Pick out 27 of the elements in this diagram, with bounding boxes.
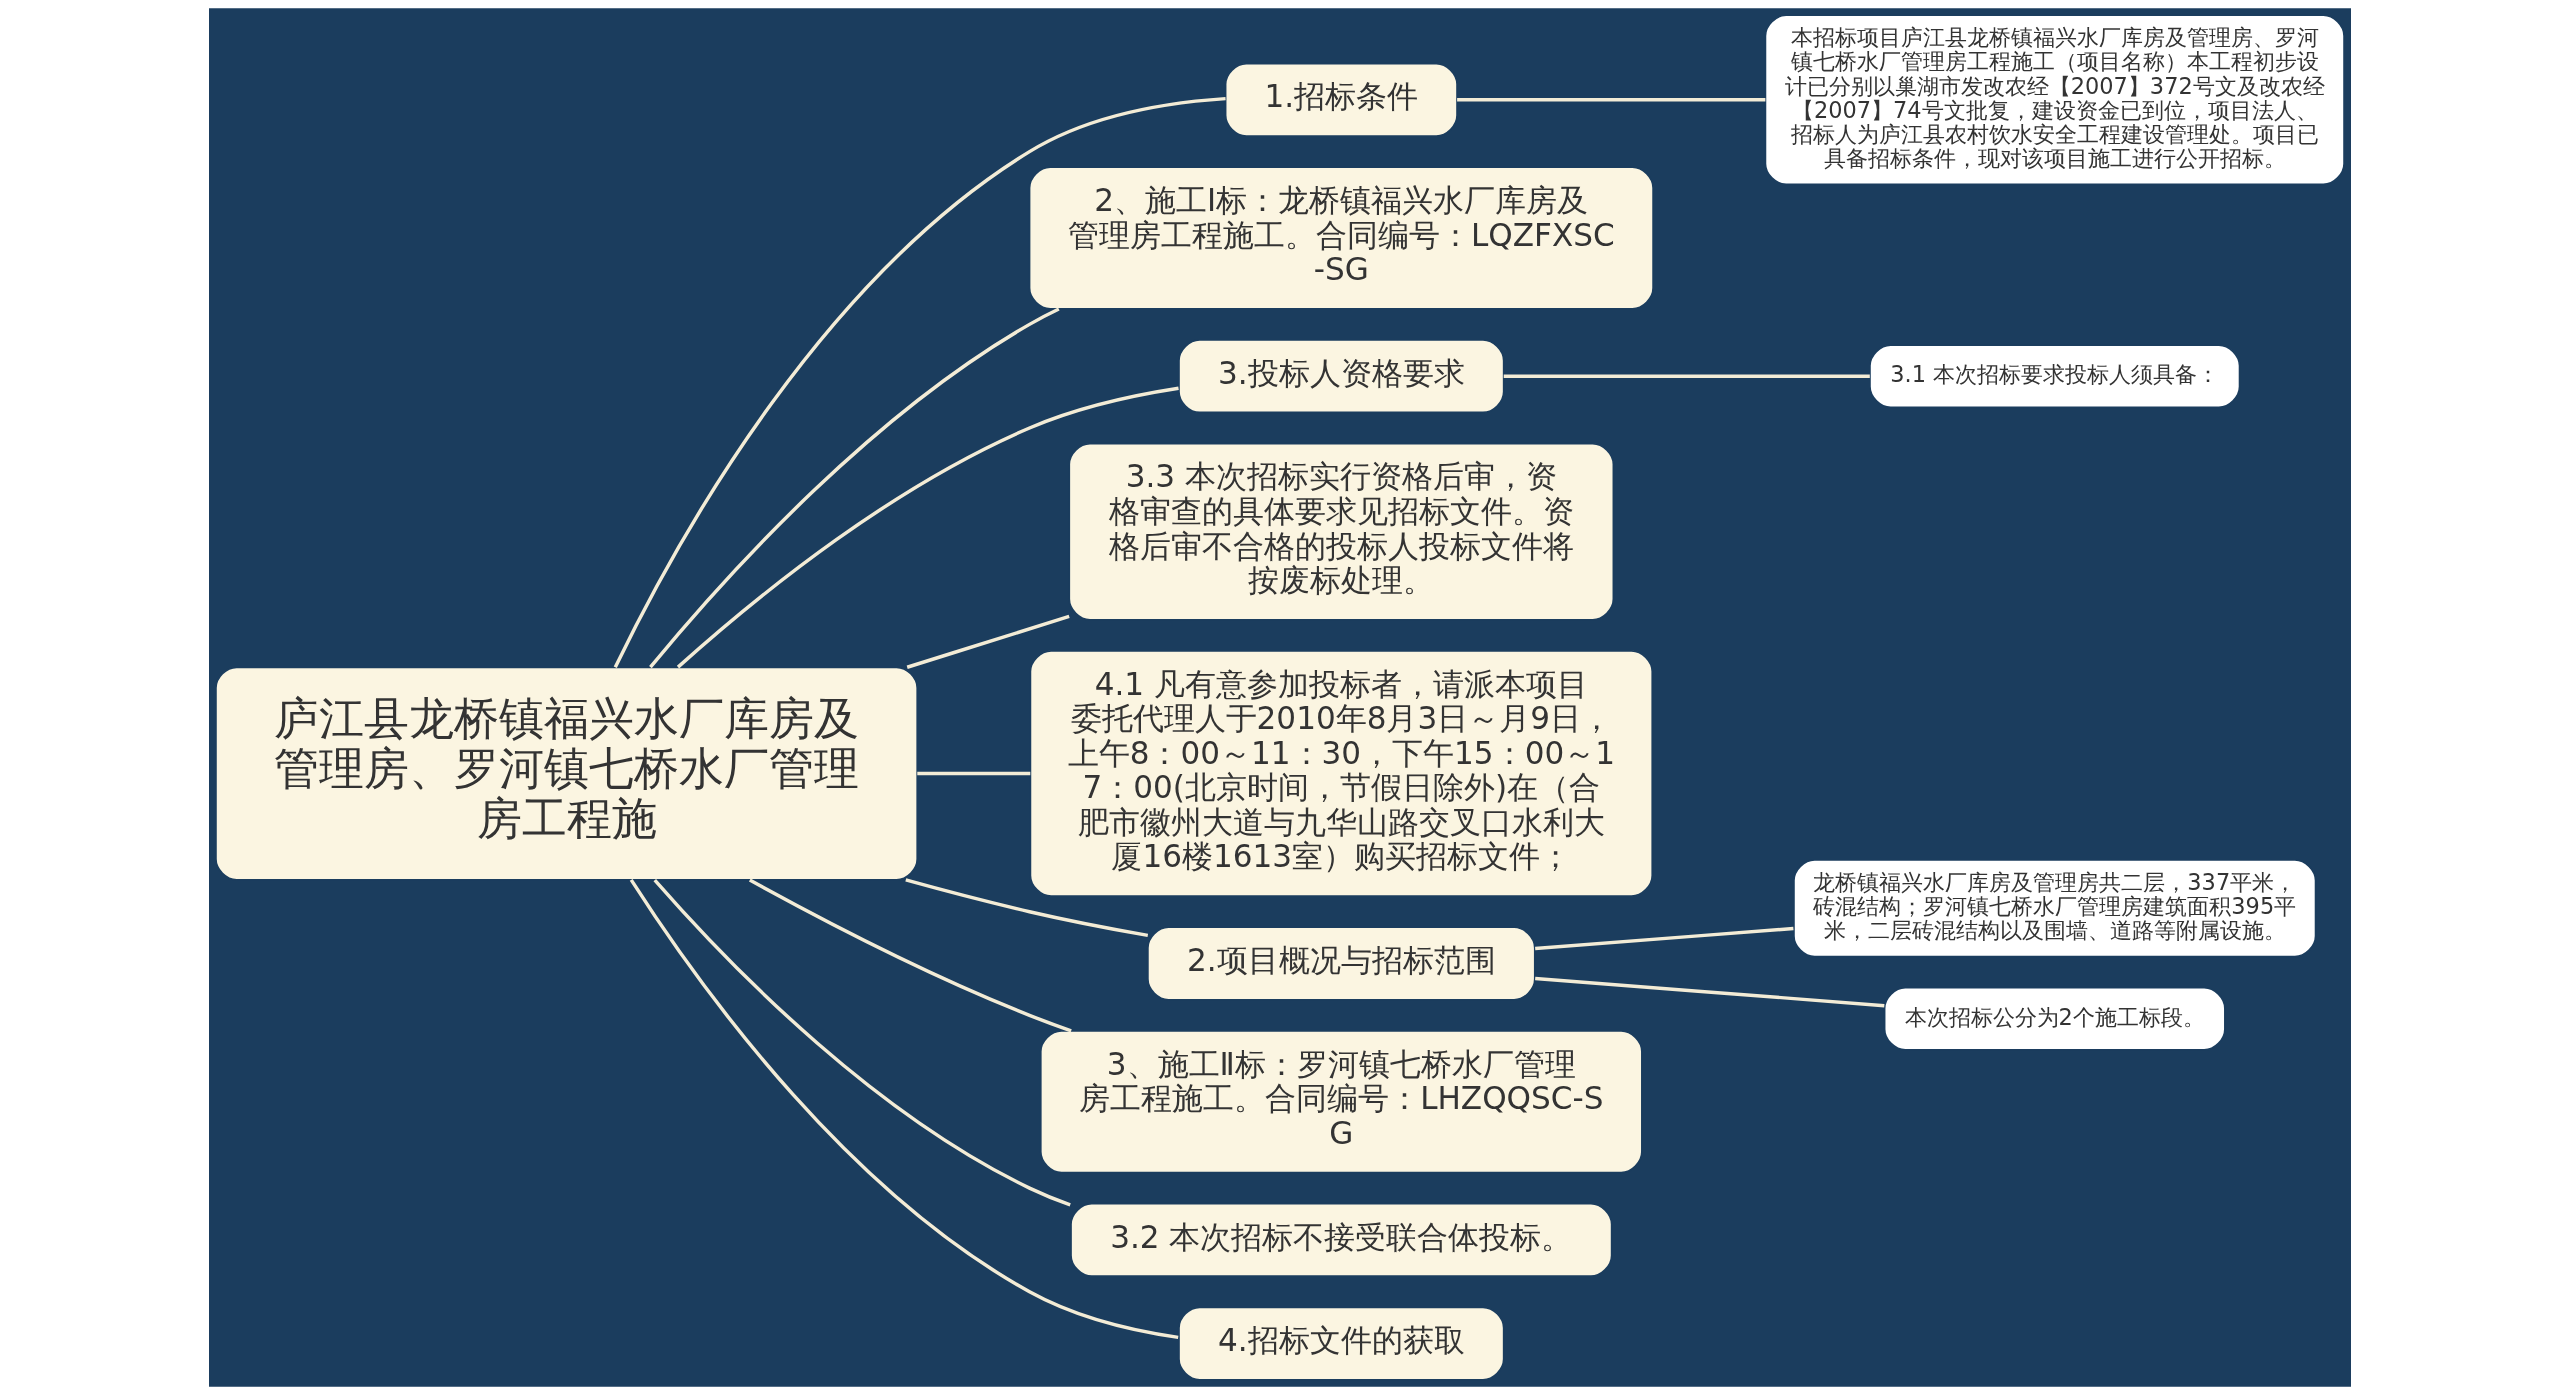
node-box: 3.1 本次招标要求投标人须具备： <box>1869 344 2241 409</box>
connector <box>629 878 1179 1340</box>
node-box: 1.招标条件 <box>1224 62 1458 137</box>
node-box: 2.项目概况与招标范围 <box>1147 926 1536 1001</box>
connector <box>676 386 1179 669</box>
connector <box>748 878 1072 1033</box>
node-box: 2、施工Ⅰ标：龙桥镇福兴水厂库房及管理房工程施工。合同编号：LQZFXSC-SG <box>1028 166 1654 310</box>
node-box: 本次招标公分为2个施工标段。 <box>1883 986 2226 1051</box>
connector <box>1535 926 1794 951</box>
node-box: 本招标项目庐江县龙桥镇福兴水厂库房及管理房、罗河镇七桥水厂管理房工程施工（项目名称）本工程初步设计已分别以巢湖市发改农经【2007】372号文及改农经【2007】74号文批复，建设资金已到位，项目法人、招标人为庐江县农村饮水安全工程建设管理处。项目已具备招标条件，现对该项目施工进行公开招标。 <box>1764 14 2345 186</box>
connector <box>1535 976 1885 1008</box>
connector <box>653 878 1071 1207</box>
connector <box>613 96 1226 669</box>
node-box: 庐江县龙桥镇福兴水厂库房及管理房、罗河镇七桥水厂管理房工程施 <box>215 666 919 881</box>
node-box: 3.2 本次招标不接受联合体投标。 <box>1070 1202 1613 1278</box>
connector <box>917 771 1031 776</box>
node-box: 4.1 凡有意参加投标者，请派本项目委托代理人于2010年8月3日～月9日，上午8：00～11：30，下午15：00～17：00(北京时间，节假日除外)在（合肥市徽州大道与九华山路交叉口水利大厦16楼1613室）购买招标文件； <box>1029 650 1654 897</box>
connector <box>649 307 1060 669</box>
connector <box>1457 98 1766 102</box>
node-box: 龙桥镇福兴水厂库房及管理房共二层，337平米，砖混结构；罗河镇七桥水厂管理房建筑面积395平米，二层砖混结构以及围墙、道路等附属设施。 <box>1793 859 2317 958</box>
node-box: 3.3 本次招标实行资格后审，资格审查的具体要求见招标文件。资格后审不合格的投标人投标文件将按废标处理。 <box>1068 442 1615 621</box>
connector <box>1503 374 1870 378</box>
node-box: 4.招标文件的获取 <box>1178 1306 1505 1381</box>
connector <box>906 614 1070 669</box>
node-box: 3、施工Ⅱ标：罗河镇七桥水厂管理房工程施工。合同编号：LHZQQSC-SG <box>1039 1030 1643 1174</box>
node-box: 3.投标人资格要求 <box>1178 339 1505 414</box>
connector <box>905 878 1149 938</box>
